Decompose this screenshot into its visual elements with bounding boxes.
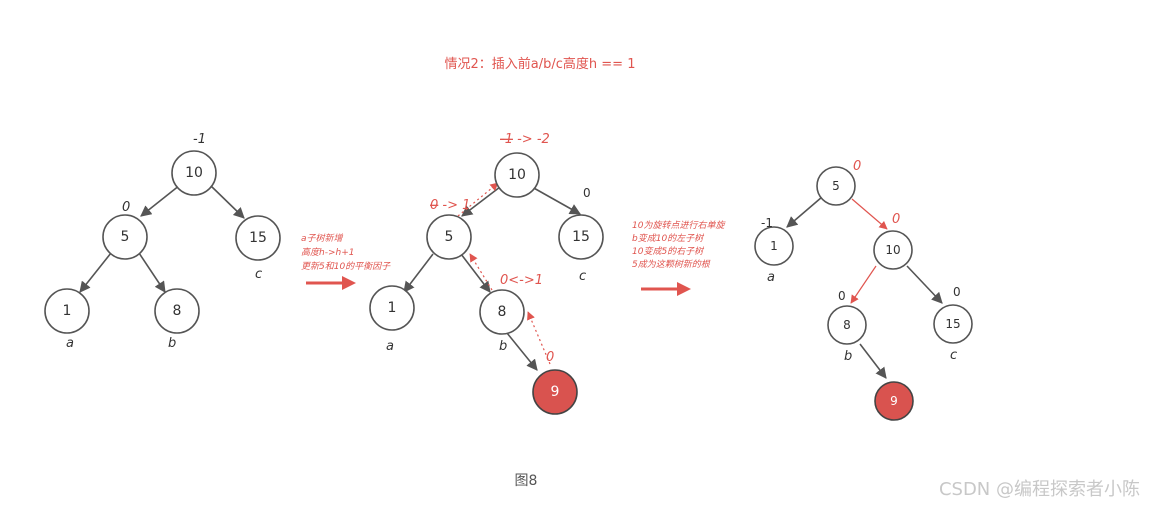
note2-line1: 10为旋转点进行右单旋	[632, 220, 726, 231]
subtree-label-a: a	[66, 336, 74, 351]
note2-line4: 5成为这颗树新的根	[632, 259, 711, 270]
balance-factor-5: 0 -> 1	[430, 198, 470, 213]
svg-text:10: 10	[885, 243, 900, 257]
note-insert-update: a子树新增 高度h->h+1 更新5和10的平衡因子	[301, 233, 391, 272]
svg-text:1: 1	[770, 239, 778, 253]
balance-factor-10: -1	[193, 132, 206, 147]
note1-line3: 更新5和10的平衡因子	[301, 261, 391, 272]
subtree-label-b: b	[499, 339, 507, 354]
edge-8-9	[859, 343, 887, 379]
edge-10-15	[209, 184, 245, 219]
svg-text:1: 1	[63, 303, 72, 319]
svg-text:5: 5	[832, 179, 840, 193]
svg-text:0 -> 1: 0 -> 1	[430, 198, 470, 213]
node-1: 1	[369, 285, 415, 331]
balance-factor-15: 0	[583, 186, 591, 200]
node-5-root: 5	[816, 166, 856, 206]
note2-line2: b变成10的左子树	[632, 233, 705, 244]
edge-5-1	[403, 253, 434, 293]
node-5: 5	[102, 214, 148, 260]
svg-text:9: 9	[890, 394, 898, 408]
svg-text:10: 10	[185, 165, 203, 181]
node-1: 1	[754, 226, 794, 266]
note-right-rotation: 10为旋转点进行右单旋 b变成10的左子树 10变成5的右子树 5成为这颗树新的…	[632, 220, 726, 270]
node-1: 1	[44, 288, 90, 334]
subtree-label-b: b	[844, 349, 852, 364]
edge-10-5	[140, 184, 181, 217]
balance-factor-8: 0<->1	[500, 273, 543, 288]
balance-factor-5: 0	[122, 200, 130, 215]
subtree-label-c: c	[950, 348, 957, 363]
svg-text:-1 -> -2: -1 -> -2	[500, 132, 550, 147]
svg-text:8: 8	[843, 318, 851, 332]
subtree-label-c: c	[255, 267, 262, 282]
balance-factor-9: 0	[546, 350, 554, 365]
node-9-inserted: 9	[874, 381, 914, 421]
node-10: 10	[171, 150, 217, 196]
update-path-5-10	[457, 182, 499, 217]
node-5: 5	[426, 214, 472, 260]
node-10: 10	[873, 230, 913, 270]
edge-5-8	[138, 252, 166, 293]
node-15: 15	[235, 215, 281, 261]
subtree-label-c: c	[579, 269, 586, 284]
edge-10-8	[850, 265, 877, 304]
svg-text:8: 8	[173, 303, 182, 319]
balance-factor-10: 0	[892, 212, 900, 227]
svg-text:8: 8	[498, 304, 507, 320]
transition-arrow-2	[641, 282, 691, 296]
edge-5-1	[786, 196, 823, 228]
figure-caption: 图8	[515, 473, 538, 489]
svg-text:1: 1	[388, 300, 397, 316]
svg-text:10: 10	[508, 167, 526, 183]
subtree-label-b: b	[168, 336, 176, 351]
node-15: 15	[933, 304, 973, 344]
svg-text:15: 15	[945, 317, 960, 331]
node-9-inserted: 9	[532, 369, 578, 415]
balance-factor-10: -1 -> -2	[500, 132, 550, 147]
balance-factor-8: 0	[838, 289, 846, 303]
panel-after-insert: 10 5 15 1 8 9 -1 -> -2	[369, 132, 604, 415]
note1-line1: a子树新增	[301, 233, 344, 244]
edge-10-15	[906, 265, 943, 304]
edge-8-9	[506, 332, 538, 371]
diagram-title: 情况2：插入前a/b/c高度h == 1	[445, 56, 636, 72]
balance-factor-1: -1	[761, 216, 773, 230]
node-8: 8	[827, 305, 867, 345]
balance-factor-15: 0	[953, 285, 961, 299]
edge-5-10	[851, 198, 888, 230]
edge-10-15	[531, 186, 581, 215]
node-10: 10	[494, 152, 540, 198]
node-15: 15	[558, 214, 604, 260]
svg-text:15: 15	[249, 230, 267, 246]
svg-text:5: 5	[445, 229, 454, 245]
panel-after-rotation: 5 1 10 8 15 9 0 -1 0 0 0 a b c	[754, 159, 973, 421]
panel-before-insert: 10 5 15 1 8 -1 0 a b c	[44, 132, 281, 351]
node-8: 8	[154, 288, 200, 334]
note1-line2: 高度h->h+1	[301, 247, 354, 258]
edge-5-8	[460, 253, 491, 293]
subtree-label-a: a	[767, 270, 775, 285]
transition-arrow-1	[306, 276, 356, 290]
update-path-8-5	[469, 253, 493, 291]
watermark: CSDN @编程探索者小陈	[939, 479, 1140, 500]
edge-5-1	[79, 252, 112, 293]
svg-text:5: 5	[121, 229, 130, 245]
note2-line3: 10变成5的右子树	[632, 246, 705, 257]
edge-10-5	[461, 186, 501, 217]
svg-text:9: 9	[551, 384, 560, 400]
svg-text:15: 15	[572, 229, 590, 245]
balance-factor-5: 0	[853, 159, 861, 174]
node-8: 8	[479, 289, 525, 335]
subtree-label-a: a	[386, 339, 394, 354]
